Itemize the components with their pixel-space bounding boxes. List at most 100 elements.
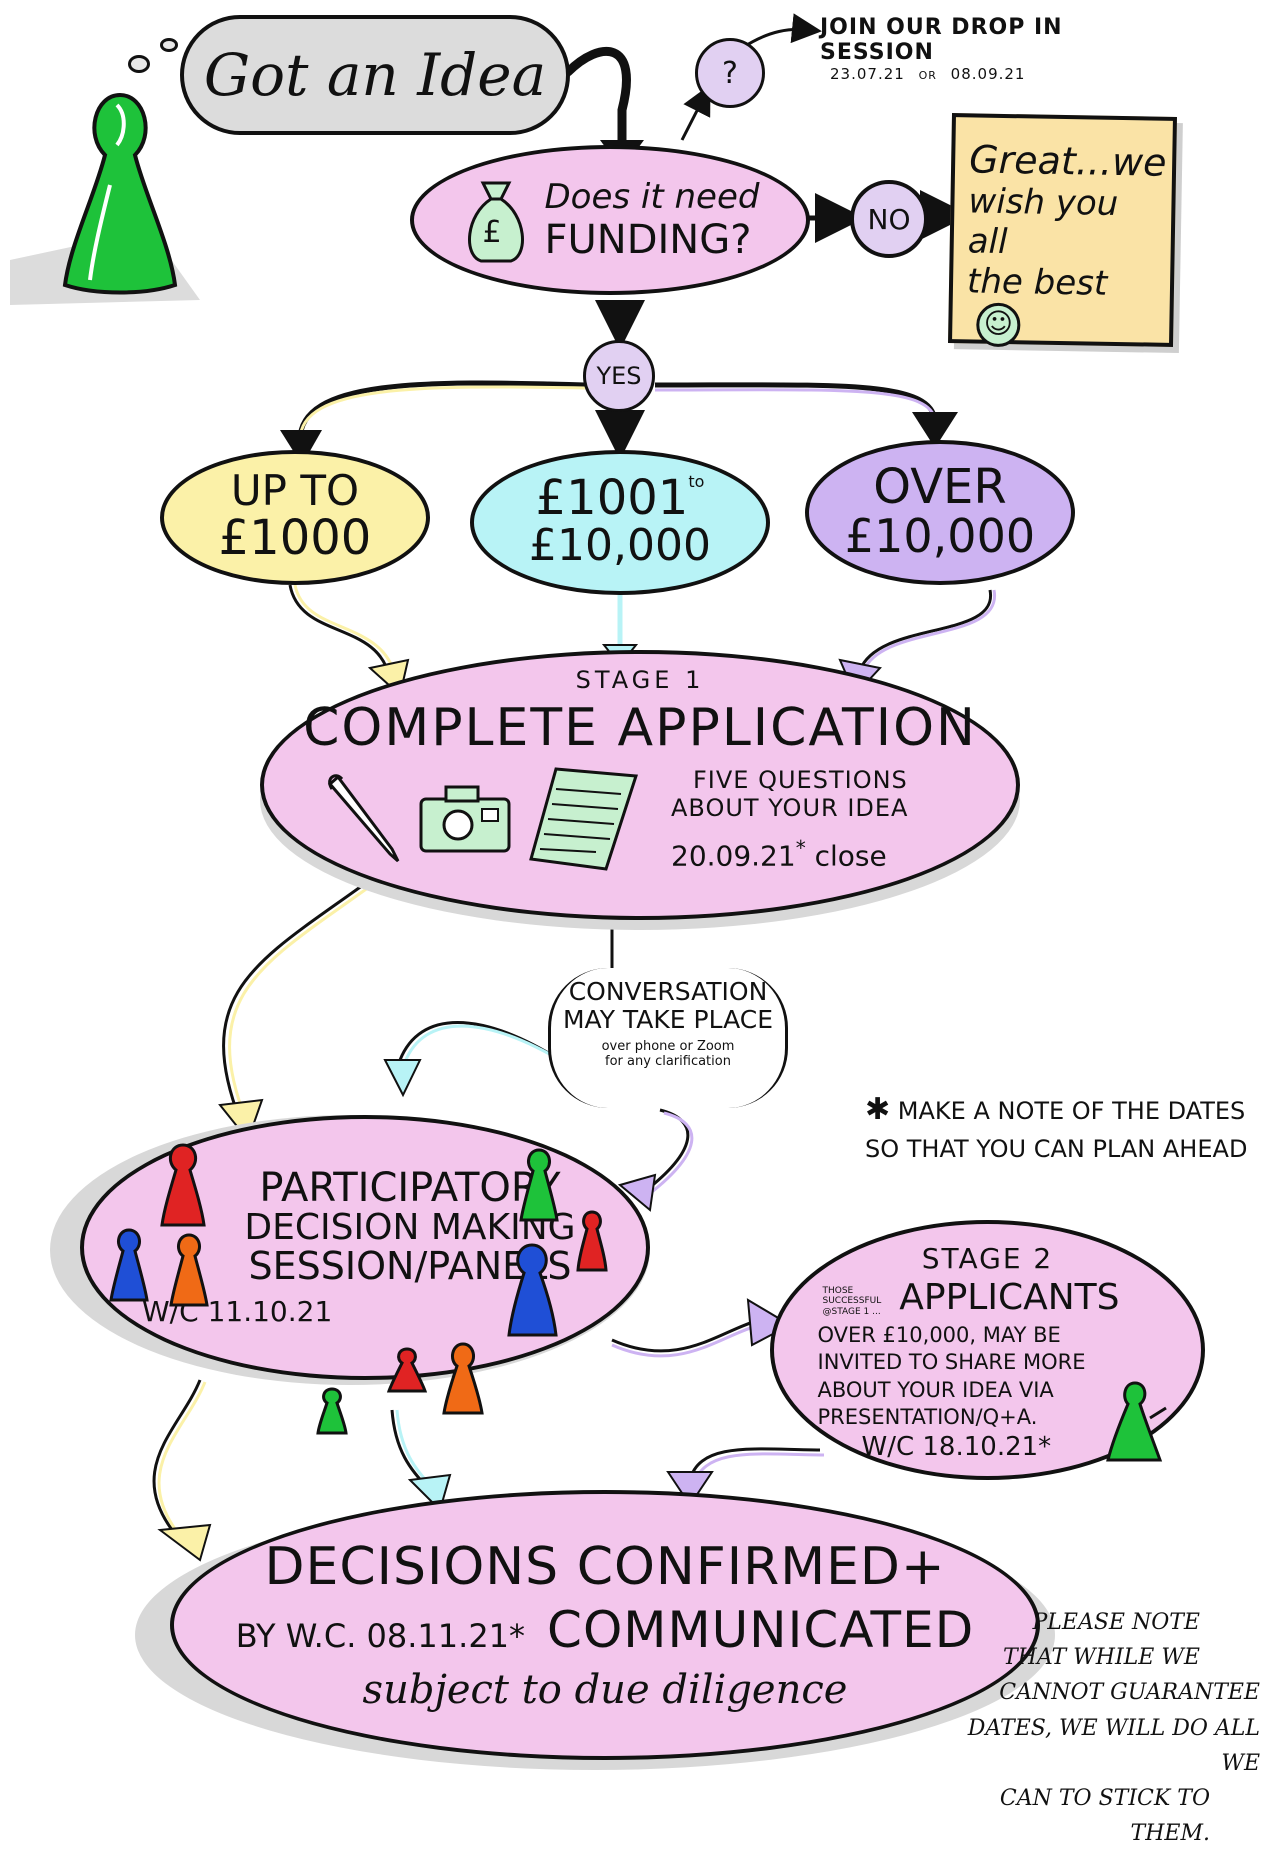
conversation-note: CONVERSATION MAY TAKE PLACE over phone o…	[548, 968, 788, 1108]
stage2-date: W/C 18.10.21*	[861, 1432, 1052, 1463]
stage1-questions-line2: ABOUT YOUR IDEA	[671, 793, 909, 822]
question-bubble[interactable]: ?	[695, 38, 765, 108]
conversation-line4: for any clarification	[605, 1054, 731, 1069]
stage1-questions-line1: FIVE QUESTIONS	[693, 765, 908, 794]
note-line2: wish you all	[967, 181, 1119, 263]
asterisk-icon: ✱	[865, 1092, 891, 1127]
blue-meeple-icon	[109, 1228, 149, 1302]
amount-over-10000[interactable]: OVER £10,000	[805, 440, 1075, 585]
decisions-row: BY W.C. 08.11.21* COMMUNICATED	[236, 1601, 974, 1659]
red-meeple-icon	[160, 1143, 206, 1227]
yes-node[interactable]: YES	[583, 340, 655, 412]
decisions-by-date: BY W.C. 08.11.21*	[235, 1617, 526, 1655]
decisions-node[interactable]: DECISIONS CONFIRMED+ BY W.C. 08.11.21* C…	[170, 1490, 1040, 1760]
green-meeple-small-icon	[519, 1148, 559, 1222]
amount-2-line1-row: £1001to	[536, 472, 705, 523]
red-meeple-small-icon	[576, 1210, 608, 1272]
stage1-close-word: close	[814, 839, 887, 873]
drop-in-separator: OR	[918, 69, 937, 82]
dates-note-line1: MAKE A NOTE OF THE DATES	[897, 1097, 1246, 1125]
amount-2-line1: £1001	[535, 470, 689, 527]
amount-2-to: to	[688, 472, 705, 492]
stage1-label: STAGE 1	[575, 666, 705, 694]
amount-1-line2: £1000	[218, 510, 372, 567]
money-bag-icon: £	[461, 175, 531, 265]
green-meeple-icon	[62, 92, 178, 295]
panels-line1: PARTICIPATORY	[259, 1165, 561, 1212]
decisions-communicated: COMMUNICATED	[547, 1601, 975, 1659]
please-note: PLEASE NOTE THAT WHILE WE CANNOT GUARANT…	[950, 1605, 1270, 1851]
drop-in-dates: 23.07.21 OR 08.09.21	[830, 65, 1150, 83]
dates-note-line2: SO THAT YOU CAN PLAN AHEAD	[865, 1135, 1248, 1163]
please-note-line5: CAN TO STICK TO THEM.	[999, 1785, 1210, 1847]
dates-note: ✱ MAKE A NOTE OF THE DATES SO THAT YOU C…	[865, 1092, 1265, 1163]
arrow-idea-to-funding	[563, 46, 631, 155]
stage2-line3: ABOUT YOUR IDEA VIA	[817, 1377, 1054, 1402]
orange-meeple-bottom-icon	[442, 1342, 484, 1415]
smiley-icon: ☺	[975, 302, 1021, 348]
question-mark: ?	[722, 55, 738, 91]
stage1-close-row: 20.09.21* close	[671, 836, 908, 872]
conversation-line3: over phone or Zoom	[601, 1039, 735, 1054]
idea-title: Got an Idea	[203, 41, 547, 109]
green-meeple-stage2-icon	[1106, 1381, 1167, 1462]
amount-up-to-1000[interactable]: UP TO £1000	[160, 450, 430, 585]
yes-label: YES	[596, 362, 642, 390]
arrow-up-to-1000-to-stage1	[288, 584, 392, 681]
arrow-panels-to-stage2	[611, 1318, 761, 1353]
please-note-line1: PLEASE NOTE	[1032, 1610, 1200, 1635]
stage1-details: FIVE QUESTIONS ABOUT YOUR IDEA 20.09.21*…	[671, 766, 908, 872]
arrow-stage2-to-decisions	[688, 1447, 821, 1481]
dates-note-line1-row: ✱ MAKE A NOTE OF THE DATES	[865, 1092, 1265, 1127]
please-note-line2: THAT WHILE WE	[1002, 1645, 1200, 1671]
amount-2-line2: £10,000	[529, 520, 711, 572]
green-meeple-bottom-icon	[316, 1387, 348, 1435]
note-line3-row: the best ☺	[966, 261, 1156, 349]
idea-cloud: Got an Idea	[180, 15, 570, 135]
amount-3-line1: OVER	[873, 459, 1007, 516]
stage1-asterisk: *	[795, 835, 806, 860]
arrow-to-question	[680, 84, 711, 141]
stage2-line4: PRESENTATION/Q+A.	[817, 1404, 1038, 1429]
amount-1001-to-10000[interactable]: £1001to £10,000	[470, 450, 770, 595]
stage2-small-note-line2: SUCCESSFUL	[822, 1296, 882, 1307]
thought-bubble-small	[128, 55, 150, 73]
stage2-small-note: THOSE SUCCESSFUL @STAGE 1 ...	[823, 1286, 882, 1318]
amount-1-line1: UP TO	[230, 466, 360, 516]
stage1-node[interactable]: STAGE 1 COMPLETE APPLICATION FIVE QUESTI…	[260, 650, 1020, 920]
arrow-yes-to-up-to-1000	[297, 380, 586, 441]
stage2-line2: INVITED TO SHARE MORE	[817, 1350, 1086, 1375]
drop-in-label: JOIN OUR DROP IN SESSION	[820, 15, 1063, 65]
decisions-title: DECISIONS CONFIRMED+	[264, 1537, 946, 1597]
please-note-line3: CANNOT GUARANTEE	[999, 1680, 1260, 1706]
arrow-stage1-to-panels	[222, 878, 371, 1121]
thought-bubble-tiny	[160, 38, 178, 52]
blue-meeple-large-icon	[507, 1243, 558, 1337]
decisions-subject: subject to due diligence	[362, 1667, 848, 1713]
stage2-title: APPLICANTS	[899, 1277, 1120, 1318]
amount-3-line2: £10,000	[844, 509, 1036, 564]
pen-icon	[327, 774, 400, 863]
pound-symbol: £	[482, 215, 502, 250]
camera-icon	[419, 785, 511, 853]
conversation-line1: CONVERSATION	[568, 977, 768, 1006]
stage2-label: STAGE 2	[921, 1242, 1054, 1275]
stage1-close-date: 20.09.21	[671, 839, 796, 873]
drop-in-date-2: 08.09.21	[950, 65, 1026, 83]
stage2-body: OVER £10,000, MAY BE INVITED TO SHARE MO…	[818, 1322, 1158, 1465]
no-label: NO	[867, 202, 911, 236]
stage2-small-note-line1: THOSE	[822, 1285, 854, 1296]
no-node[interactable]: NO	[850, 180, 928, 258]
funding-question-line1: Does it need	[544, 177, 760, 217]
note-line3: the best	[966, 261, 1108, 304]
please-note-line4: DATES, WE WILL DO ALL WE	[967, 1715, 1260, 1776]
orange-meeple-icon	[169, 1233, 209, 1307]
funding-question-node[interactable]: £ Does it need FUNDING?	[410, 145, 810, 295]
stage2-line1: OVER £10,000, MAY BE	[817, 1323, 1061, 1347]
drop-in-session[interactable]: JOIN OUR DROP IN SESSION 23.07.21 OR 08.…	[820, 15, 1150, 83]
stage2-small-note-line3: @STAGE 1 ...	[822, 1307, 881, 1318]
best-wishes-note: Great...we wish you all the best ☺	[948, 113, 1177, 349]
stage1-body: FIVE QUESTIONS ABOUT YOUR IDEA 20.09.21*…	[320, 764, 960, 874]
conversation-line2: MAY TAKE PLACE	[562, 1004, 773, 1034]
funding-question-line2: FUNDING?	[544, 217, 752, 263]
